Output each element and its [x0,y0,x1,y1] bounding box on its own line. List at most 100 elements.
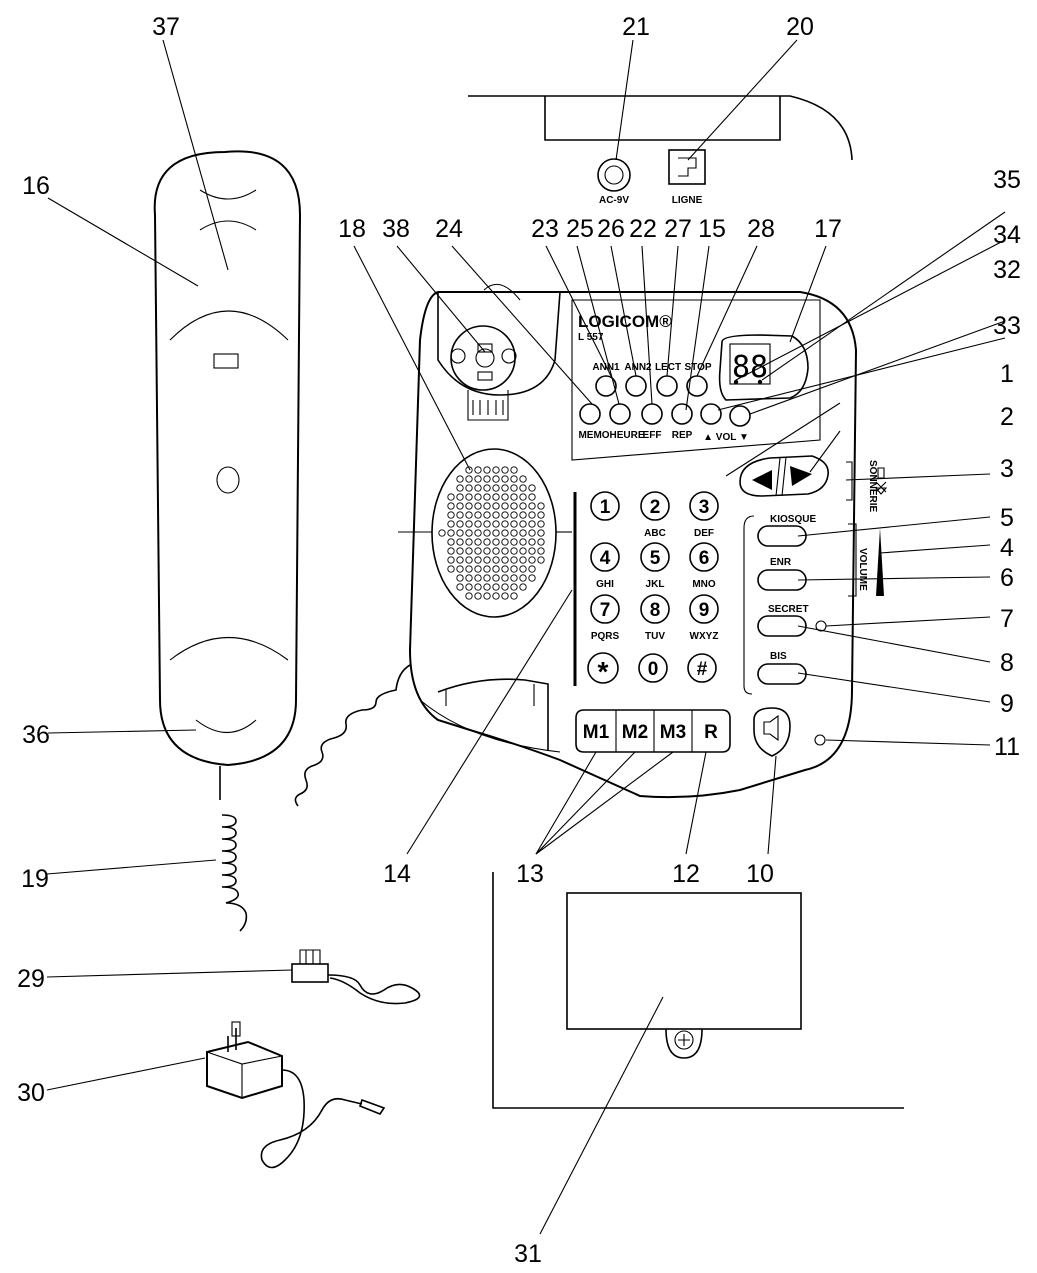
grille-hole [510,547,518,555]
grille-hole [465,475,473,483]
battery-compartment [566,892,802,1030]
key-star[interactable] [587,652,619,684]
grille-hole [465,484,473,492]
grille-hole [537,547,545,555]
kiosque-button[interactable] [757,525,807,547]
grille-hole [510,574,518,582]
key-1[interactable] [590,491,620,521]
grille-hole [501,538,509,546]
base-unit: LOGICOM® L 557 88 ANN1 ANN2 LECT STOP ME… [294,283,888,807]
grille-hole [483,547,491,555]
arrow-right-icon [790,466,812,486]
svg-text:#: # [697,659,708,680]
grille-hole [492,529,500,537]
callout-37: 37 [152,13,180,41]
grille-hole [501,556,509,564]
vol-up-button[interactable] [700,403,722,425]
grille-hole [483,565,491,573]
callout-lines [46,39,1006,1235]
r-button[interactable]: R [704,722,718,743]
line-plug [291,963,329,983]
callout-28: 28 [747,215,775,243]
callout-8: 8 [1000,649,1014,677]
speakerphone-button[interactable] [753,707,791,757]
grille-hole [474,466,482,474]
grille-hole [474,556,482,564]
key-7[interactable] [590,594,620,624]
grille-hole [501,592,509,600]
svg-text:9: 9 [699,600,710,621]
callout-5: 5 [1000,504,1014,532]
grille-hole [483,538,491,546]
grille-hole [465,592,473,600]
secret-button[interactable] [757,615,807,637]
grille-hole [528,565,536,573]
grille-hole [492,484,500,492]
hook-switch[interactable] [475,348,495,368]
grille-hole [456,520,464,528]
key-9[interactable] [689,594,719,624]
ann1-button[interactable] [595,375,617,397]
callout-32: 32 [993,256,1021,284]
grille-hole [447,538,455,546]
heure-button[interactable] [609,403,631,425]
memory-buttons: M1 M2 M3 R [575,709,731,753]
screw-icon [674,1030,694,1050]
svg-text:SECRET: SECRET [768,604,809,615]
grille-hole [456,484,464,492]
volume-wheel[interactable] [876,528,884,596]
grille-hole [519,556,527,564]
callout-22: 22 [629,215,657,243]
grille-hole [474,511,482,519]
rep-button[interactable] [671,403,693,425]
grille-hole [519,511,527,519]
key-6[interactable] [689,542,719,572]
grille-hole [483,592,491,600]
grille-hole [492,538,500,546]
m2-button[interactable]: M2 [622,722,648,743]
memo-button[interactable] [579,403,601,425]
ligne-label: LIGNE [672,195,703,206]
grille-hole [510,583,518,591]
arrow-buttons[interactable] [739,455,829,497]
grille-hole [438,529,446,537]
svg-text:DEF: DEF [694,528,714,539]
callout-23: 23 [531,215,559,243]
grille-hole [492,502,500,510]
svg-text:ENR: ENR [770,557,792,568]
grille-hole [519,502,527,510]
grille-hole [519,583,527,591]
grille-hole [528,529,536,537]
grille-hole [474,493,482,501]
callout-38: 38 [382,215,410,243]
grille-hole [501,484,509,492]
grille-hole [465,565,473,573]
vol-down-button[interactable] [729,405,751,427]
grille-hole [474,538,482,546]
grille-hole [474,565,482,573]
key-3[interactable] [689,491,719,521]
svg-text:MNO: MNO [692,579,716,590]
function-buttons: KIOSQUE ENR SECRET BIS [757,514,827,685]
key-5[interactable] [640,542,670,572]
ac-jack [597,158,631,192]
svg-text:0: 0 [648,659,659,680]
callout-25: 25 [566,215,594,243]
m3-button[interactable]: M3 [660,722,686,743]
callout-10: 10 [746,860,774,888]
m1-button[interactable]: M1 [583,722,610,743]
svg-text:BIS: BIS [770,651,787,662]
callout-numbers: 1 2 3 4 5 6 7 8 9 10 11 12 13 14 15 16 1… [17,13,1021,1268]
key-2[interactable] [640,491,670,521]
svg-text:ANN2: ANN2 [624,362,652,373]
grille-hole [510,502,518,510]
speaker-led [814,734,826,746]
grille-hole [510,520,518,528]
key-8[interactable] [640,594,670,624]
key-4[interactable] [590,542,620,572]
key-0[interactable] [638,653,668,683]
key-hash[interactable] [687,653,717,683]
callout-24: 24 [435,215,463,243]
